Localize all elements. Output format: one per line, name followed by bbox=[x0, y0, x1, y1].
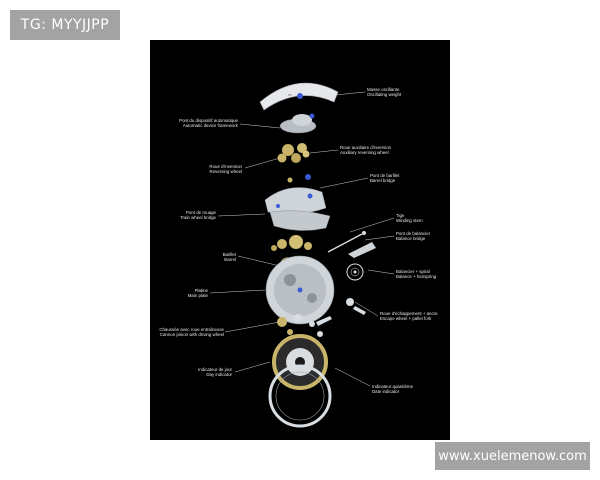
label-automatic-framework: Pont du dispositif automatique Automatic… bbox=[179, 118, 238, 128]
svg-text:▪▪▪: ▪▪▪ bbox=[288, 93, 292, 97]
leader-main-plate bbox=[209, 289, 266, 294]
label-auxiliary-reversing: Roue auxiliaire d'inversion Auxiliary re… bbox=[340, 145, 392, 155]
escape-wheel-part bbox=[346, 298, 366, 315]
movement-illustration: ▪▪▪ bbox=[209, 82, 395, 428]
oscillating-weight-part: ▪▪▪ bbox=[259, 82, 339, 111]
exploded-movement-poster: ▪▪▪ bbox=[150, 40, 450, 440]
automatic-framework-part bbox=[279, 113, 317, 134]
leader-escape-wheel bbox=[354, 301, 379, 317]
date-indicator-part bbox=[268, 364, 332, 428]
leader-lines bbox=[209, 91, 395, 387]
label-train-wheel-bridge: Pont de rouage Train wheel bridge bbox=[180, 210, 216, 220]
label-oscillating-weight: Masse oscillante Oscillating weight bbox=[367, 87, 402, 97]
reversing-wheels-part bbox=[277, 143, 310, 163]
day-indicator-part bbox=[272, 334, 328, 390]
leader-winding-stem bbox=[349, 217, 395, 233]
leader-oscillating-weight bbox=[334, 91, 366, 96]
winding-stem-part bbox=[327, 231, 366, 253]
label-reversing-wheel: Roue d'inversion Reversing wheel bbox=[209, 164, 242, 174]
leader-cannon-pinion bbox=[224, 321, 281, 333]
leader-balance-spring bbox=[367, 269, 395, 275]
leader-automatic-framework bbox=[239, 123, 281, 129]
train-wheel-bridge-part bbox=[269, 210, 331, 231]
label-escape-wheel: Roue d'échappement + ancre Escape wheel … bbox=[380, 311, 438, 321]
leader-barrel-bridge bbox=[319, 177, 369, 189]
leader-auxiliary-reversing bbox=[309, 149, 339, 154]
label-day-indicator: Indicateur de jour Day indicator bbox=[198, 367, 232, 377]
tag-label: TG: MYYJJPP bbox=[10, 10, 120, 40]
leader-train-wheel-bridge bbox=[217, 213, 266, 217]
leader-day-indicator bbox=[234, 361, 271, 373]
label-cannon-pinion: Chaussée avec roue entraîneuse Cannon pi… bbox=[159, 327, 224, 337]
gear-train-part bbox=[271, 234, 312, 251]
cannon-pinion-part bbox=[277, 314, 332, 337]
label-barrel-bridge: Pont de barillet Barrel bridge bbox=[370, 173, 400, 183]
label-main-plate: Platine Main plate bbox=[187, 288, 208, 298]
main-plate-part bbox=[265, 255, 335, 325]
label-winding-stem: Tige Winding stem bbox=[396, 213, 423, 223]
leader-reversing-wheel bbox=[244, 157, 281, 169]
watermark-label: www.xuelemenow.com bbox=[435, 442, 590, 470]
leader-date-indicator bbox=[334, 367, 371, 387]
balance-bridge-part bbox=[348, 242, 376, 258]
label-balance-bridge: Pont de balancier Balance bridge bbox=[396, 231, 431, 241]
leader-balance-bridge bbox=[364, 235, 395, 241]
leader-barrel bbox=[237, 255, 281, 267]
label-balance-spring: Balancier + spiral Balance + hairspring bbox=[396, 269, 437, 279]
balance-spring-part bbox=[346, 263, 364, 281]
barrel-bridge-part bbox=[264, 174, 327, 215]
label-barrel: Barillet Barrel bbox=[222, 252, 236, 262]
label-date-indicator: Indicateur quantième Date indicator bbox=[372, 384, 414, 394]
